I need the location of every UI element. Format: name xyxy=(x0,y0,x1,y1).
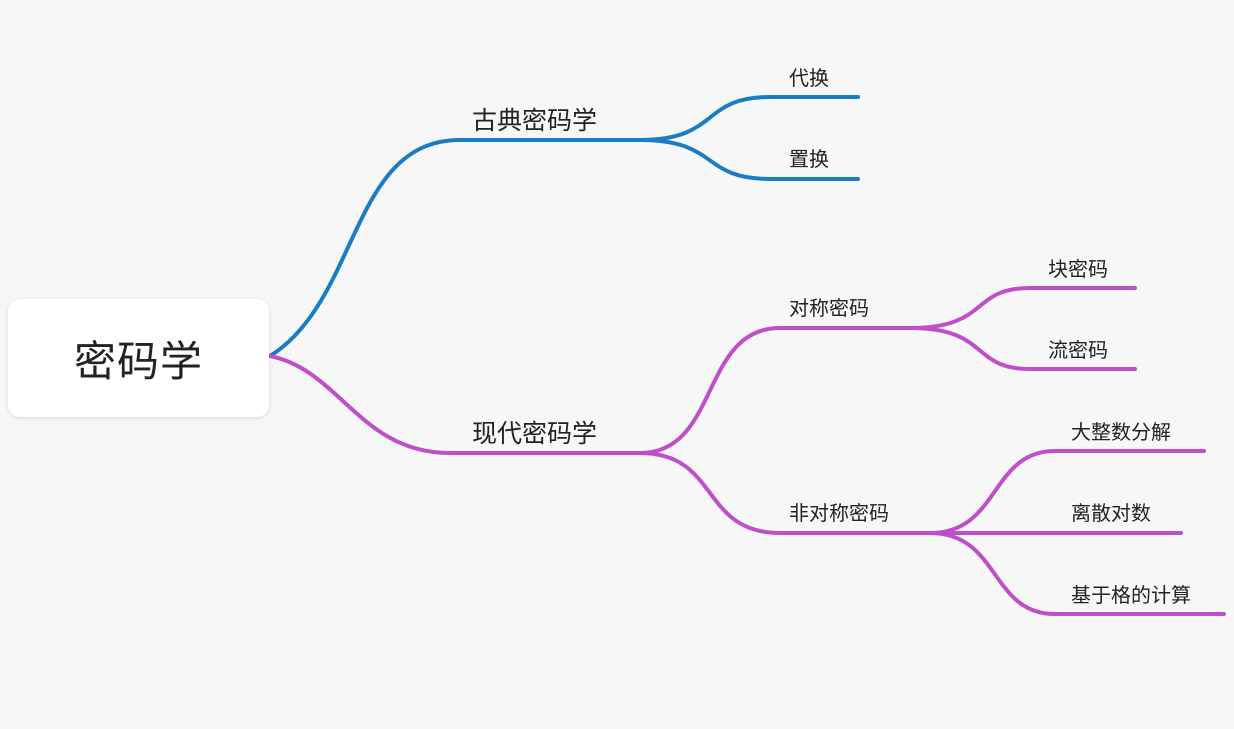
node-block-cipher[interactable]: 块密码 xyxy=(1048,257,1108,281)
link-symmetric-stream xyxy=(908,326,1137,371)
node-symmetric-cipher[interactable]: 对称密码 xyxy=(789,296,869,320)
root-node[interactable]: 密码学 xyxy=(8,299,269,417)
node-asymmetric-cipher[interactable]: 非对称密码 xyxy=(789,501,889,525)
root-label: 密码学 xyxy=(73,336,203,386)
link-modern-asymmetric xyxy=(638,451,932,535)
node-integer-factorization[interactable]: 大整数分解 xyxy=(1071,420,1171,444)
link-root-classical xyxy=(268,138,642,358)
link-classical-substitution xyxy=(638,95,860,142)
node-discrete-logarithm[interactable]: 离散对数 xyxy=(1071,501,1151,525)
node-lattice-based[interactable]: 基于格的计算 xyxy=(1071,583,1191,607)
link-asymmetric-factor xyxy=(928,449,1206,535)
classical-links xyxy=(268,95,860,358)
link-root-modern xyxy=(268,354,642,455)
node-stream-cipher[interactable]: 流密码 xyxy=(1048,338,1108,362)
link-asymmetric-lattice xyxy=(928,531,1226,616)
link-modern-symmetric xyxy=(638,326,912,455)
node-permutation[interactable]: 置换 xyxy=(789,147,829,171)
node-modern-cryptography[interactable]: 现代密码学 xyxy=(472,419,598,448)
node-substitution[interactable]: 代换 xyxy=(789,66,829,90)
link-symmetric-block xyxy=(908,286,1137,330)
link-classical-permutation xyxy=(638,138,860,181)
node-classical-cryptography[interactable]: 古典密码学 xyxy=(472,106,598,135)
modern-links xyxy=(268,286,1226,616)
